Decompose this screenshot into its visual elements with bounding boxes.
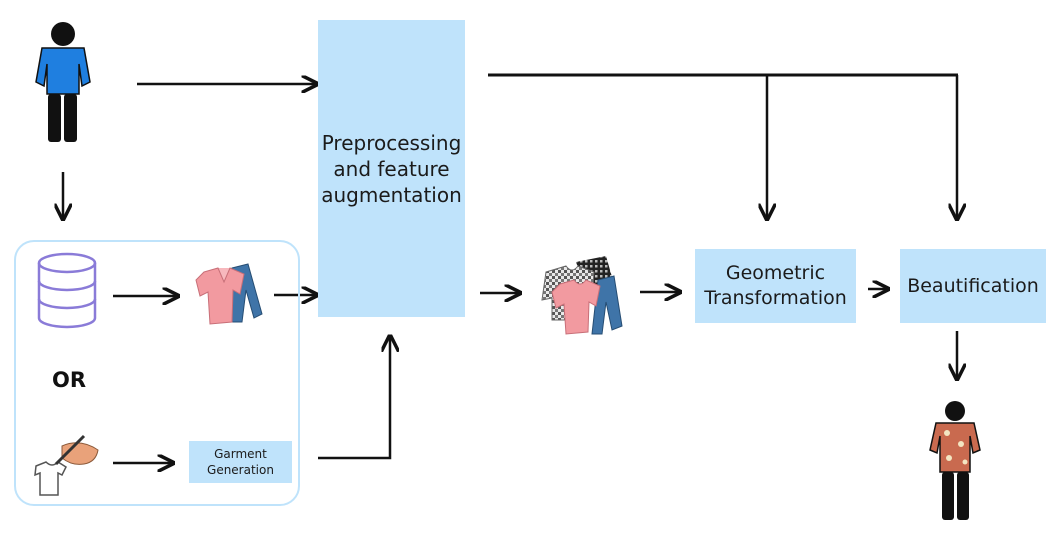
preprocessing-label-line-1: Preprocessing [321,130,462,155]
garment-generation-label-line-1: Garment [214,447,267,461]
garments-icon [195,263,263,325]
preprocessing-label-line-3: augmentation [321,182,462,207]
person-floral-shirt-icon [929,401,981,520]
database-icon [37,252,97,329]
garment-generation-label-line-2: Generation [207,463,274,477]
garment-generation-box: Garment Generation [189,441,292,483]
or-label: OR [52,368,87,392]
preprocessing-label-line-2: and feature [333,156,450,181]
geometric-label-line-1: Geometric [725,262,826,284]
beautification-box: Beautification [900,249,1046,323]
garments-stack-icon [541,256,623,335]
geometric-label-line-2: Transformation [704,287,847,309]
sketch-hand-icon [34,434,99,496]
geometric-transformation-box: Geometric Transformation [695,249,856,323]
person-blue-shirt-icon [35,22,91,142]
preprocessing-box: Preprocessing and feature augmentation [318,20,465,317]
beautification-label: Beautification [907,274,1039,297]
garment-source-group [14,240,300,506]
arrow-garment-generation-to-preprocessing [318,336,390,460]
